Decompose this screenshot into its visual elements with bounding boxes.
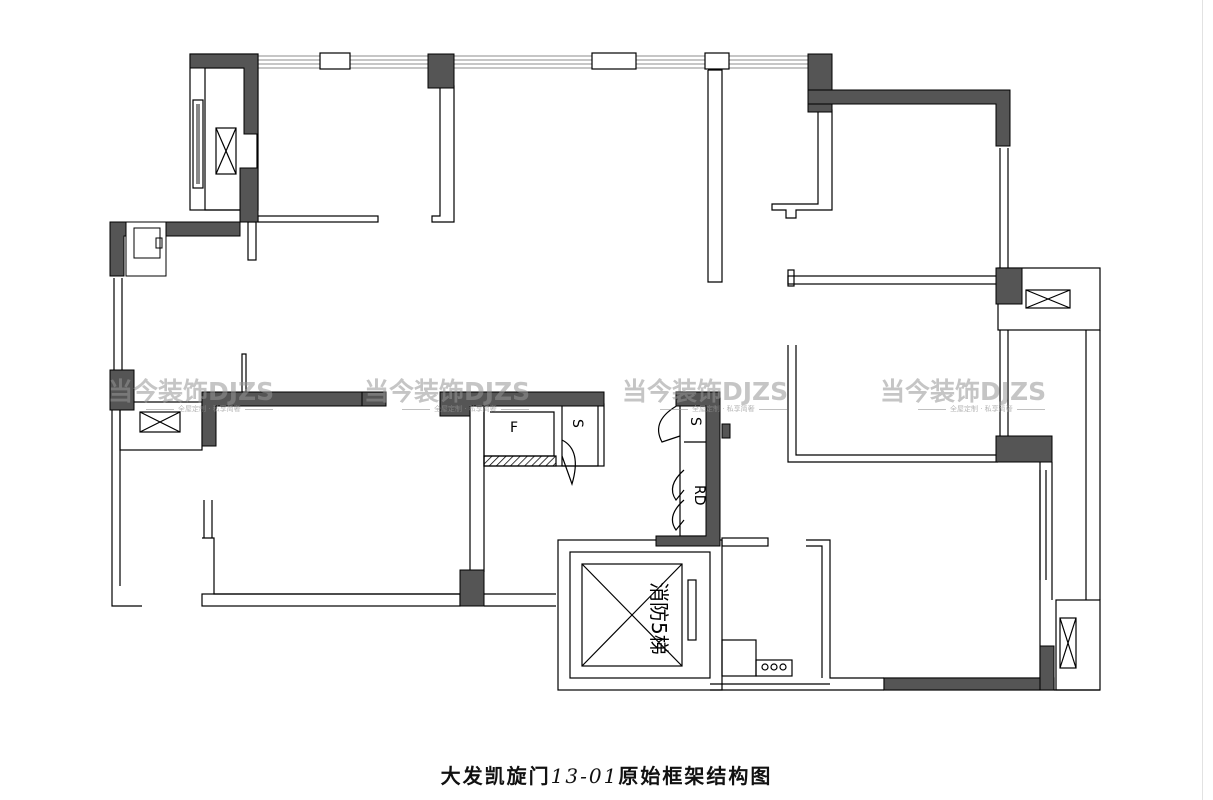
wall-partition (771, 109, 833, 219)
window-frame (319, 52, 351, 70)
window-frame (591, 52, 637, 70)
window-frame (704, 52, 730, 70)
column (1039, 645, 1055, 691)
column (995, 267, 1023, 305)
watermark-brand: 当今装饰DJZS (880, 377, 1047, 406)
shaft-block (483, 403, 717, 537)
elevator-shaft (557, 537, 884, 691)
title-code: 13-01 (550, 764, 619, 788)
wall-partition (787, 345, 998, 463)
column (361, 391, 387, 407)
shaft-label-f: F (510, 420, 518, 436)
column (427, 53, 455, 89)
shaft-label-s1: S (569, 419, 585, 428)
plan-title: 大发凯旋门13-01原始框架结构图 (0, 760, 1213, 789)
watermark-brand: 当今装饰DJZS (108, 377, 275, 406)
wall-partition (247, 221, 257, 261)
column (883, 677, 1055, 691)
column (995, 435, 1053, 463)
watermark-slogan: 全屋定制 · 私享简奢 (142, 404, 277, 414)
title-prefix: 大发凯旋门 (440, 764, 551, 788)
elevator-label: 消防5梯 (647, 582, 671, 655)
right-bay (997, 267, 1101, 600)
column (807, 89, 1011, 147)
structural-columns (109, 53, 1055, 691)
title-suffix: 原始框架结构图 (618, 764, 773, 788)
watermark-slogan: 全屋定制 · 私享简奢 (398, 404, 533, 414)
shaft-label-rd: RD (691, 485, 707, 506)
column (189, 53, 259, 135)
wall-partition (787, 275, 999, 285)
wall-partition (787, 269, 795, 287)
watermark-slogan: 全屋定制 · 私享简奢 (914, 404, 1049, 414)
wall-partition (795, 345, 998, 456)
shaft-label-s2: S (687, 417, 703, 426)
lower-right-room (806, 462, 1101, 691)
appliance-box (125, 221, 167, 277)
column (459, 569, 485, 607)
column (109, 369, 135, 411)
column (109, 167, 259, 277)
column (721, 423, 731, 439)
wall-partition (707, 69, 723, 283)
watermark-brand: 当今装饰DJZS (364, 377, 531, 406)
watermark-brand: 当今装饰DJZS (622, 377, 789, 406)
page-edge-line (1202, 0, 1203, 800)
wall-partition (257, 215, 379, 223)
wall-partition (431, 85, 455, 223)
watermark-slogan: 全屋定制 · 私享简奢 (656, 404, 791, 414)
